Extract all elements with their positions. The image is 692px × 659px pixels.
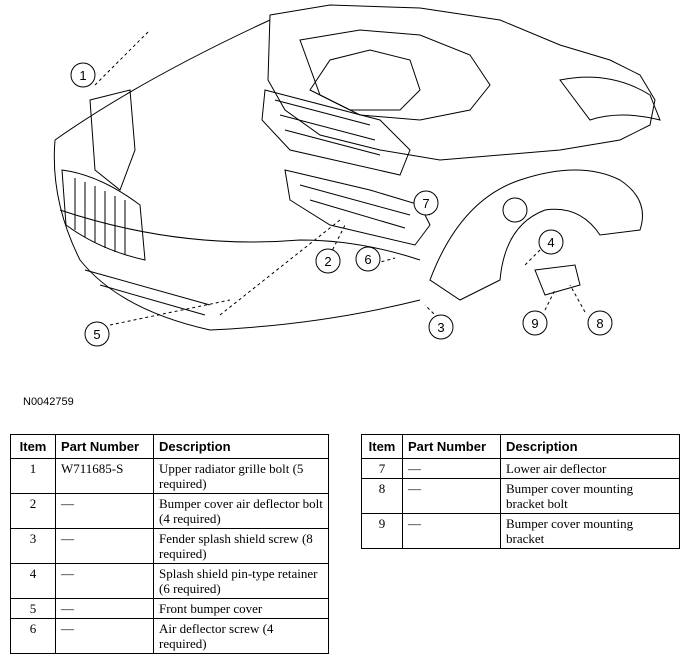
callout-9-label: 9 — [531, 316, 538, 331]
description-cell: Bumper cover air deflector bolt (4 requi… — [153, 493, 329, 529]
table-row: 2 — Bumper cover air deflector bolt (4 r… — [10, 493, 329, 529]
callout-8: 8 — [587, 310, 613, 336]
part-number-cell: — — [55, 563, 154, 599]
description-cell: Lower air deflector — [500, 458, 680, 479]
header-item: Item — [361, 434, 403, 459]
table-row: 6 — Air deflector screw (4 required) — [10, 618, 329, 654]
part-number-cell: — — [55, 528, 154, 564]
callout-9: 9 — [522, 310, 548, 336]
callout-3-label: 3 — [437, 320, 444, 335]
table-header-row: Item Part Number Description — [361, 434, 680, 459]
callout-6-label: 6 — [364, 252, 371, 267]
mounting-bracket — [534, 264, 581, 296]
item-cell: 8 — [361, 478, 403, 514]
item-cell: 1 — [10, 458, 56, 494]
callout-8-label: 8 — [596, 316, 603, 331]
table-row: 3 — Fender splash shield screw (8 requir… — [10, 528, 329, 564]
item-cell: 9 — [361, 513, 403, 549]
description-cell: Bumper cover mounting bracket bolt — [500, 478, 680, 514]
callout-4-label: 4 — [547, 235, 554, 250]
description-cell: Splash shield pin-type retainer (6 requi… — [153, 563, 329, 599]
figure-code: N0042759 — [23, 396, 74, 408]
callout-4: 4 — [538, 229, 564, 255]
item-cell: 5 — [10, 598, 56, 619]
table-row: 8 — Bumper cover mounting bracket bolt — [361, 478, 680, 514]
callout-1: 1 — [70, 62, 96, 88]
header-description: Description — [500, 434, 680, 459]
fender — [559, 76, 661, 121]
table-row: 5 — Front bumper cover — [10, 598, 329, 619]
item-cell: 3 — [10, 528, 56, 564]
part-number-cell: W711685-S — [55, 458, 154, 494]
table-header-row: Item Part Number Description — [10, 434, 329, 459]
callout-5: 5 — [84, 321, 110, 347]
callout-3: 3 — [428, 314, 454, 340]
lower-air-deflector — [284, 169, 431, 246]
part-number-cell: — — [402, 478, 501, 514]
table-row: 7 — Lower air deflector — [361, 458, 680, 479]
description-cell: Front bumper cover — [153, 598, 329, 619]
header-item: Item — [10, 434, 56, 459]
table-row: 4 — Splash shield pin-type retainer (6 r… — [10, 563, 329, 599]
item-cell: 6 — [10, 618, 56, 654]
part-number-cell: — — [402, 458, 501, 479]
description-cell: Upper radiator grille bolt (5 required) — [153, 458, 329, 494]
callout-1-label: 1 — [79, 68, 86, 83]
front-bumper-cover-shape — [53, 19, 421, 331]
description-cell: Air deflector screw (4 required) — [153, 618, 329, 654]
radiator-support — [261, 89, 411, 176]
part-number-cell: — — [55, 493, 154, 529]
callout-7: 7 — [413, 190, 439, 216]
vehicle-front-structure — [267, 4, 656, 161]
header-part-number: Part Number — [55, 434, 154, 459]
part-number-cell: — — [55, 618, 154, 654]
exploded-view-diagram: 1 2 3 4 5 6 7 8 9 — [53, 4, 661, 347]
header-description: Description — [153, 434, 329, 459]
part-number-cell: — — [55, 598, 154, 619]
header-part-number: Part Number — [402, 434, 501, 459]
grille — [61, 169, 146, 261]
callout-5-label: 5 — [93, 327, 100, 342]
item-cell: 4 — [10, 563, 56, 599]
item-cell: 2 — [10, 493, 56, 529]
fender-splash-shield — [429, 169, 643, 301]
item-cell: 7 — [361, 458, 403, 479]
callout-2: 2 — [315, 248, 341, 274]
description-cell: Bumper cover mounting bracket — [500, 513, 680, 549]
callout-6: 6 — [355, 246, 381, 272]
description-cell: Fender splash shield screw (8 required) — [153, 528, 329, 564]
table-row: 9 — Bumper cover mounting bracket — [361, 513, 680, 549]
table-row: 1 W711685-S Upper radiator grille bolt (… — [10, 458, 329, 494]
parts-table-right: Item Part Number Description 7 — Lower a… — [361, 434, 680, 549]
parts-table-left: Item Part Number Description 1 W711685-S… — [10, 434, 329, 654]
callout-7-label: 7 — [422, 196, 429, 211]
part-number-cell: — — [402, 513, 501, 549]
callout-2-label: 2 — [324, 254, 331, 269]
